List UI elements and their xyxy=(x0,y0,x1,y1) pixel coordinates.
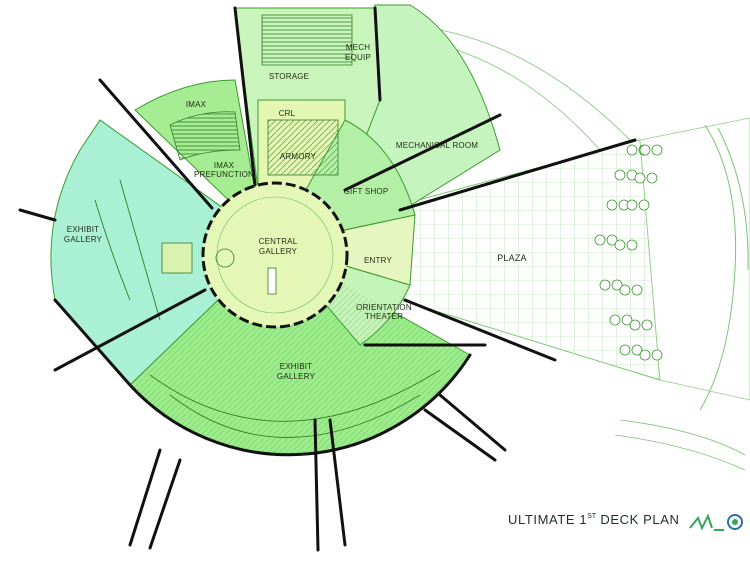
label-orientation-theater-1: ORIENTATION xyxy=(356,303,412,312)
plaza-tree xyxy=(638,199,650,211)
plaza-tree xyxy=(614,169,626,181)
plaza-tree xyxy=(614,239,626,251)
plaza-tree xyxy=(619,284,631,296)
plaza-tree xyxy=(599,279,611,291)
exhibit-detail xyxy=(94,179,470,455)
central-gallery xyxy=(201,181,349,329)
room-labels: IMAX STORAGE MECH EQUIP CRL MECHANICAL R… xyxy=(64,43,527,381)
label-orientation-theater-2: THEATER xyxy=(365,312,403,321)
label-gift-shop: GIFT SHOP xyxy=(344,187,389,196)
plaza-tree xyxy=(611,279,623,291)
label-crl: CRL xyxy=(279,109,296,118)
structural-walls xyxy=(18,6,637,552)
label-entry: ENTRY xyxy=(364,256,392,265)
label-mech-equip-1: MECH xyxy=(346,43,370,52)
label-mechanical-room: MECHANICAL ROOM xyxy=(396,141,478,150)
plaza-tree xyxy=(641,319,653,331)
plaza-tree xyxy=(621,314,633,326)
plaza-tree xyxy=(619,344,631,356)
plaza-tree xyxy=(609,314,621,326)
storage-racks xyxy=(261,14,353,176)
plan-title-suffix: DECK PLAN xyxy=(596,512,680,527)
label-armory: ARMORY xyxy=(280,152,317,161)
plaza-tree xyxy=(631,344,643,356)
plaza-tree xyxy=(626,199,638,211)
plaza-tree xyxy=(594,234,606,246)
plaza-tree xyxy=(626,239,638,251)
plaza-tree xyxy=(634,172,646,184)
label-imax-prefunction-1: IMAX xyxy=(214,161,235,170)
plaza-tree xyxy=(639,144,651,156)
label-central-gallery-1: CENTRAL xyxy=(259,237,298,246)
firm-logo-icon xyxy=(689,513,743,531)
label-exhibit-gallery-west-2: GALLERY xyxy=(64,235,103,244)
label-plaza: PLAZA xyxy=(497,253,527,263)
plaza-tree xyxy=(606,234,618,246)
plan-title: ULTIMATE 1ST DECK PLAN xyxy=(508,512,679,532)
label-central-gallery-2: GALLERY xyxy=(259,247,298,256)
label-mech-equip-2: EQUIP xyxy=(345,53,371,62)
plaza-tree xyxy=(651,349,663,361)
plan-title-prefix: ULTIMATE 1 xyxy=(508,512,588,527)
plaza-tree xyxy=(651,144,663,156)
label-imax: IMAX xyxy=(186,100,207,109)
plaza-tree xyxy=(639,349,651,361)
plaza-area xyxy=(399,29,750,471)
plaza-tree xyxy=(646,172,658,184)
label-exhibit-gallery-south-2: GALLERY xyxy=(277,372,316,381)
plaza-tree xyxy=(631,284,643,296)
label-exhibit-gallery-south-1: EXHIBIT xyxy=(280,362,313,371)
plaza-tree xyxy=(606,199,618,211)
plan-title-sup: ST xyxy=(587,513,597,520)
plaza-tree xyxy=(626,144,638,156)
label-storage: STORAGE xyxy=(269,72,309,81)
imax-seating xyxy=(169,111,241,161)
label-imax-prefunction-2: PREFUNCTION xyxy=(194,170,254,179)
plaza-tree xyxy=(629,319,641,331)
label-exhibit-gallery-west-1: EXHIBIT xyxy=(67,225,100,234)
plaza-trees xyxy=(594,144,663,361)
